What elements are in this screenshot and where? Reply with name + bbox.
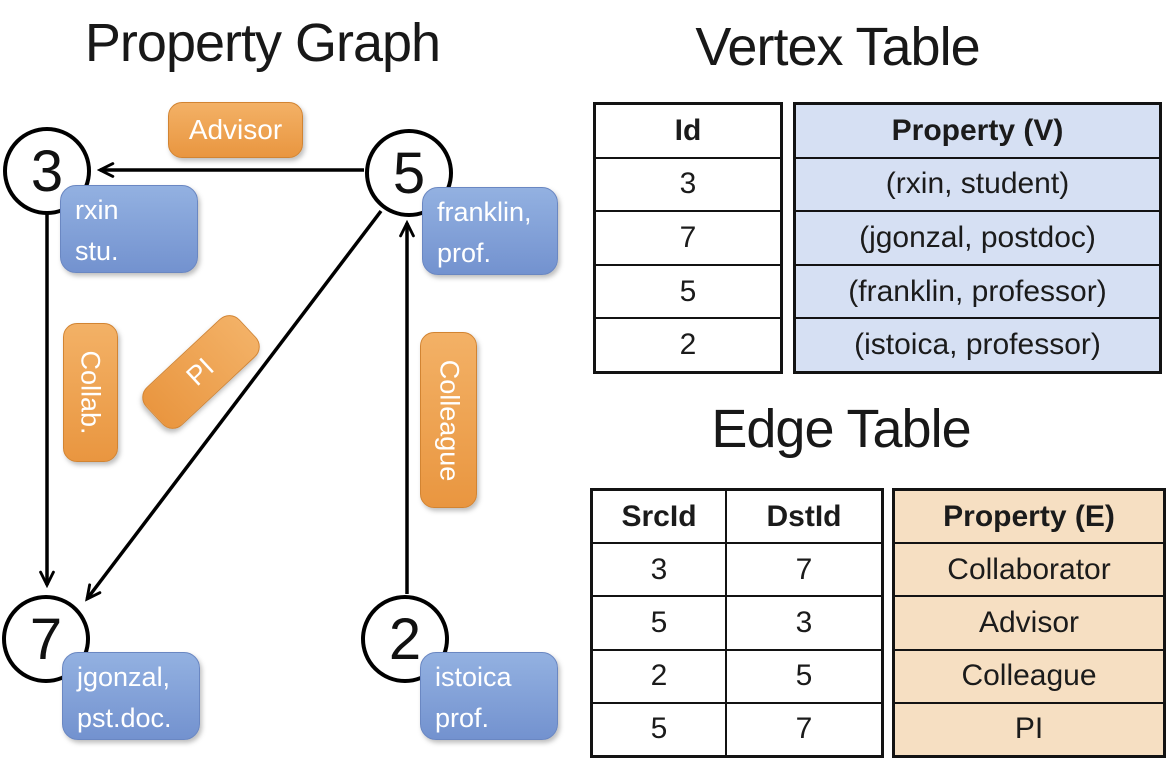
edge-table-property-column: Property (E) Collaborator Advisor Collea… (892, 488, 1166, 758)
vertex-property-box-jgonzal: jgonzal, pst.doc. (62, 652, 200, 740)
edge-table-src-cell: 2 (650, 659, 668, 693)
vertex-table-property-column: Property (V) (rxin, student) (jgonzal, p… (793, 102, 1162, 374)
edge-table-src-cell: 5 (650, 606, 668, 639)
vertex-property-box-rxin: rxin stu. (60, 185, 198, 273)
edge-table-dst-cell: 3 (725, 597, 881, 649)
vertex-property-line1: jgonzal, (77, 662, 171, 692)
vertex-property-line1: franklin, (437, 197, 532, 227)
edge-table-property-cell: Advisor (895, 595, 1163, 649)
vertex-property-line1: istoica (435, 662, 512, 692)
vertex-table-id-cell: 5 (596, 263, 780, 318)
vertex-property-line2: stu. (75, 236, 119, 266)
vertex-table-property-cell: (istoica, professor) (796, 317, 1159, 371)
node-3-id: 3 (30, 138, 64, 204)
edge-label-collab: Collab. (63, 323, 118, 462)
edge-table-property-cell: PI (895, 701, 1163, 756)
vertex-table-property-header: Property (V) (796, 105, 1159, 157)
vertex-table-id-column: Id 3 7 5 2 (593, 102, 783, 374)
edge-table-dst-cell: 7 (725, 544, 881, 596)
edge-table-dst-cell: 7 (725, 703, 881, 756)
vertex-property-line2: prof. (435, 703, 490, 733)
vertex-table-title: Vertex Table (695, 17, 980, 77)
vertex-table-id-header: Id (674, 113, 702, 147)
vertex-property-box-franklin: franklin, prof. (422, 187, 558, 275)
edge-table-src-cell: 3 (650, 552, 668, 586)
edge-table-src-cell: 5 (650, 712, 668, 746)
vertex-property-line1: rxin (75, 195, 119, 225)
edge-label-advisor: Advisor (168, 102, 303, 158)
node-2-id: 2 (388, 606, 422, 672)
vertex-property-line2: prof. (437, 238, 492, 268)
edge-label-advisor-text: Advisor (188, 114, 283, 145)
edge-table-property-header: Property (E) (895, 491, 1163, 543)
vertex-table-property-cell: (jgonzal, postdoc) (796, 210, 1159, 264)
vertex-property-line2: pst.doc. (77, 703, 172, 733)
edge-table-property-cell: Collaborator (895, 542, 1163, 596)
vertex-property-box-istoica: istoica prof. (420, 652, 558, 740)
edge-table-srcid-header: SrcId (621, 499, 697, 533)
vertex-table-id-cell: 7 (596, 210, 780, 264)
edge-label-collab-text: Collab. (76, 350, 107, 435)
vertex-table-property-cell: (franklin, professor) (796, 263, 1159, 318)
edge-table-title: Edge Table (711, 399, 971, 459)
graph-node-2: 2 (361, 595, 449, 683)
edge-5-to-7-pi (85, 209, 383, 602)
edge-label-colleague: Colleague (420, 332, 477, 508)
edge-label-colleague-text: Colleague (434, 359, 464, 481)
property-graph-title: Property Graph (84, 13, 441, 73)
edge-label-pi-text: PI (181, 351, 221, 392)
vertex-table-id-cell: 3 (596, 156, 780, 211)
vertex-table-id-cell: 2 (596, 317, 780, 371)
graph-node-5: 5 (365, 129, 453, 217)
vertex-table-property-cell: (rxin, student) (796, 156, 1159, 211)
node-5-id: 5 (392, 140, 426, 206)
edge-table-property-cell: Colleague (895, 648, 1163, 702)
edge-table-dst-cell: 5 (725, 650, 881, 702)
node-7-id: 7 (29, 606, 63, 672)
edge-table-id-columns: SrcId DstId 3 7 5 3 2 5 5 7 (590, 488, 884, 758)
edge-table-dstid-header: DstId (725, 491, 881, 543)
